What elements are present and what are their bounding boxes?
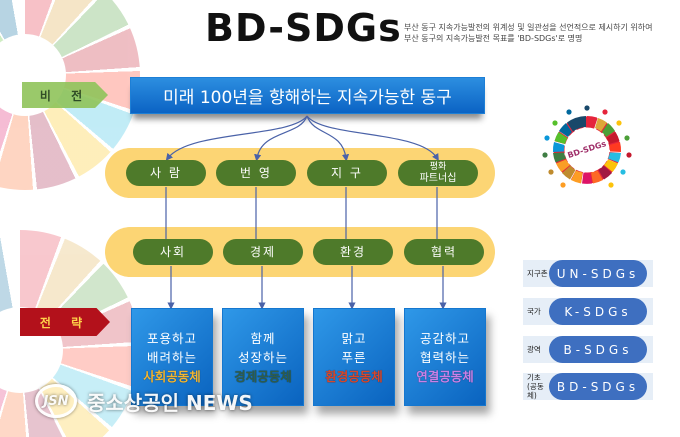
value-pill-peace-partnership: 평화 파트너십: [398, 160, 478, 186]
strategy-line1: 공감하고: [419, 330, 470, 346]
strategy-highlight: 경제공동체: [234, 368, 292, 384]
level-label: 기초 (공동체): [523, 373, 551, 400]
strategy-line2: 성장하는: [237, 349, 288, 365]
value-pill-prosperity: 번 영: [216, 160, 296, 186]
subtitle: 부산 동구 지속가능발전의 위계성 및 일관성을 선언적으로 제시하기 위하여 …: [404, 22, 653, 44]
value-pill-peace-line2: 파트너십: [419, 173, 457, 184]
logo-text: BD-SDGs: [566, 139, 607, 160]
strategy-line2: 배려하는: [146, 349, 197, 365]
level-row-local: 기초 (공동체) BD-SDGs: [523, 373, 653, 400]
level-pill-b-sdgs: B-SDGs: [549, 336, 647, 363]
strategy-box-connection: 공감하고 협력하는 연결공동체: [404, 308, 486, 406]
strategy-highlight: 사회공동체: [143, 368, 201, 384]
strategy-line1: 함께: [250, 330, 276, 346]
strategy-box-economy: 함께 성장하는 경제공동체: [222, 308, 304, 406]
vision-statement: 미래 100년을 향해하는 지속가능한 동구: [130, 77, 485, 114]
level-pill-un-sdgs: UN-SDGs: [549, 260, 647, 287]
domain-pill-cooperation: 협력: [404, 239, 484, 265]
level-label: 광역: [527, 345, 541, 354]
bd-sdgs-logo: BD-SDGs: [542, 105, 632, 188]
strategy-highlight: 환경공동체: [325, 368, 383, 384]
strategy-tag: 전 략: [20, 308, 110, 336]
strategy-line1: 맑고: [341, 330, 367, 346]
strategy-line1: 포용하고: [146, 330, 197, 346]
value-pill-planet: 지 구: [307, 160, 387, 186]
value-pill-people: 사 람: [126, 160, 206, 186]
jsn-logo-icon: JSN: [35, 384, 77, 418]
watermark-text: 중소상공인 NEWS: [87, 390, 253, 415]
strategy-box-society: 포용하고 배려하는 사회공동체: [131, 308, 213, 406]
vision-tag: 비 전: [22, 82, 108, 108]
subtitle-line-1: 부산 동구 지속가능발전의 위계성 및 일관성을 선언적으로 제시하기 위하여: [404, 23, 653, 32]
level-pill-k-sdgs: K-SDGs: [549, 298, 647, 325]
subtitle-line-2: 부산 동구의 지속가능발전 목표를 'BD-SDGs'로 명명: [404, 34, 583, 43]
level-label: 국가: [527, 307, 541, 316]
strategy-line2: 협력하는: [419, 349, 470, 365]
level-row-global: 지구촌 UN-SDGs: [523, 260, 653, 287]
level-pill-bd-sdgs: BD-SDGs: [549, 373, 647, 400]
page-title: BD-SDGs: [205, 6, 402, 50]
strategy-line2: 푸른: [341, 349, 367, 365]
level-label: 지구촌: [527, 269, 548, 278]
domain-pill-environment: 환경: [313, 239, 393, 265]
domain-pill-economy: 경제: [223, 239, 303, 265]
level-row-metropolitan: 광역 B-SDGs: [523, 336, 653, 363]
domain-pill-society: 사회: [133, 239, 213, 265]
level-label-line1: 기초: [527, 373, 541, 382]
level-label-line2: (공동체): [527, 382, 544, 400]
level-row-national: 국가 K-SDGs: [523, 298, 653, 325]
strategy-box-environment: 맑고 푸른 환경공동체: [313, 308, 395, 406]
watermark: JSN 중소상공인 NEWS: [35, 384, 253, 418]
strategy-highlight: 연결공동체: [416, 368, 474, 384]
value-pill-peace-line1: 평화: [429, 162, 447, 172]
